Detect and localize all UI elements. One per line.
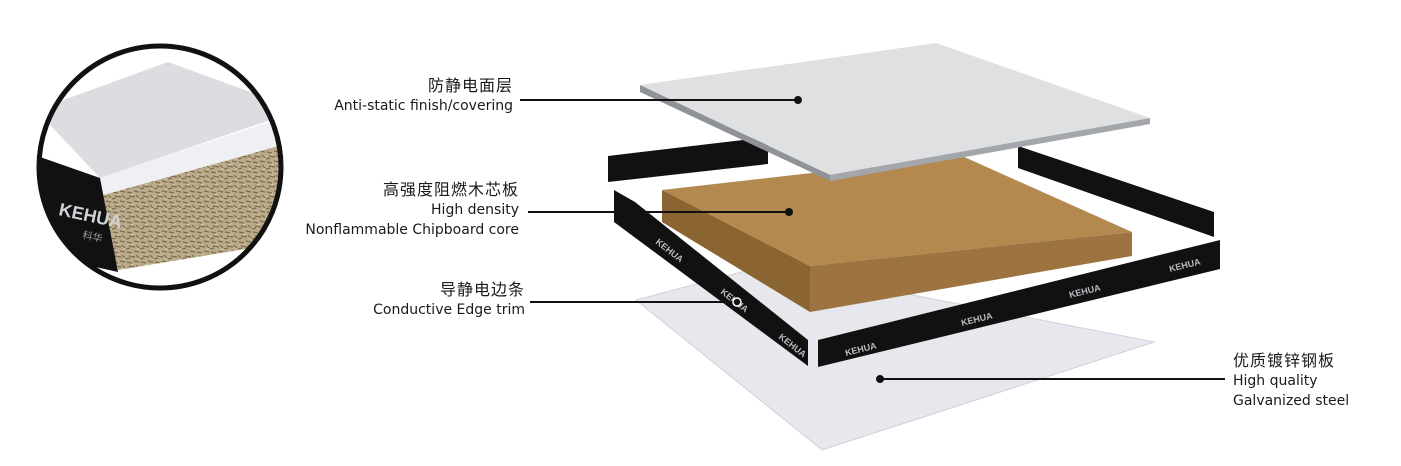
core-top [662, 156, 1132, 266]
label-steel-en-1: High quality [1233, 373, 1318, 389]
chipboard-core-layer [662, 156, 1132, 312]
finish-edge-left [640, 85, 830, 181]
edge-trim-front: KEHUA KEHUA KEHUA KEHUA KEHUA KEHUA KEHU… [614, 190, 1220, 367]
label-finish: 防静电面层 Anti-static finish/covering [334, 76, 513, 116]
core-side-front [810, 232, 1132, 312]
label-core-en-1: High density [431, 202, 519, 218]
label-edge-en: Conductive Edge trim [373, 302, 525, 318]
leader-lines [520, 96, 1225, 383]
label-edge: 导静电边条 Conductive Edge trim [373, 280, 525, 320]
detail-logo-text-cn: 科华 [81, 228, 103, 245]
label-steel: 优质镀锌钢板 High quality Galvanized steel [1233, 351, 1349, 411]
edge-trim-front-left [614, 190, 808, 366]
leader-dot-finish [794, 96, 802, 104]
edge-trim-back [608, 137, 1214, 237]
detail-circle-border [36, 43, 284, 291]
label-core-en-2: Nonflammable Chipboard core [305, 222, 519, 238]
edge-trim-back-right [1018, 146, 1214, 237]
leader-dot-edge [732, 297, 742, 307]
label-finish-en: Anti-static finish/covering [334, 98, 513, 114]
edge-trim-back-left [608, 137, 768, 182]
label-finish-cn: 防静电面层 [427, 76, 513, 95]
label-steel-cn: 优质镀锌钢板 [1233, 351, 1336, 370]
edge-trim-front-right [818, 240, 1220, 367]
anti-static-finish-layer [640, 43, 1150, 181]
leader-dot-core [785, 208, 793, 216]
core-side-left [662, 190, 810, 312]
finish-edge-front [830, 118, 1150, 181]
detail-finish-top [39, 62, 281, 178]
finish-top [640, 43, 1150, 175]
label-core-cn: 高强度阻燃木芯板 [382, 180, 519, 199]
detail-finish-edge [100, 112, 281, 196]
leader-dot-steel [876, 375, 884, 383]
label-edge-cn: 导静电边条 [439, 280, 525, 299]
detail-chipboard-core [100, 140, 281, 270]
label-core: 高强度阻燃木芯板 High density Nonflammable Chipb… [305, 180, 519, 240]
label-steel-en-2: Galvanized steel [1233, 393, 1350, 409]
magnified-corner-detail: KEHUA 科华 [36, 43, 284, 291]
